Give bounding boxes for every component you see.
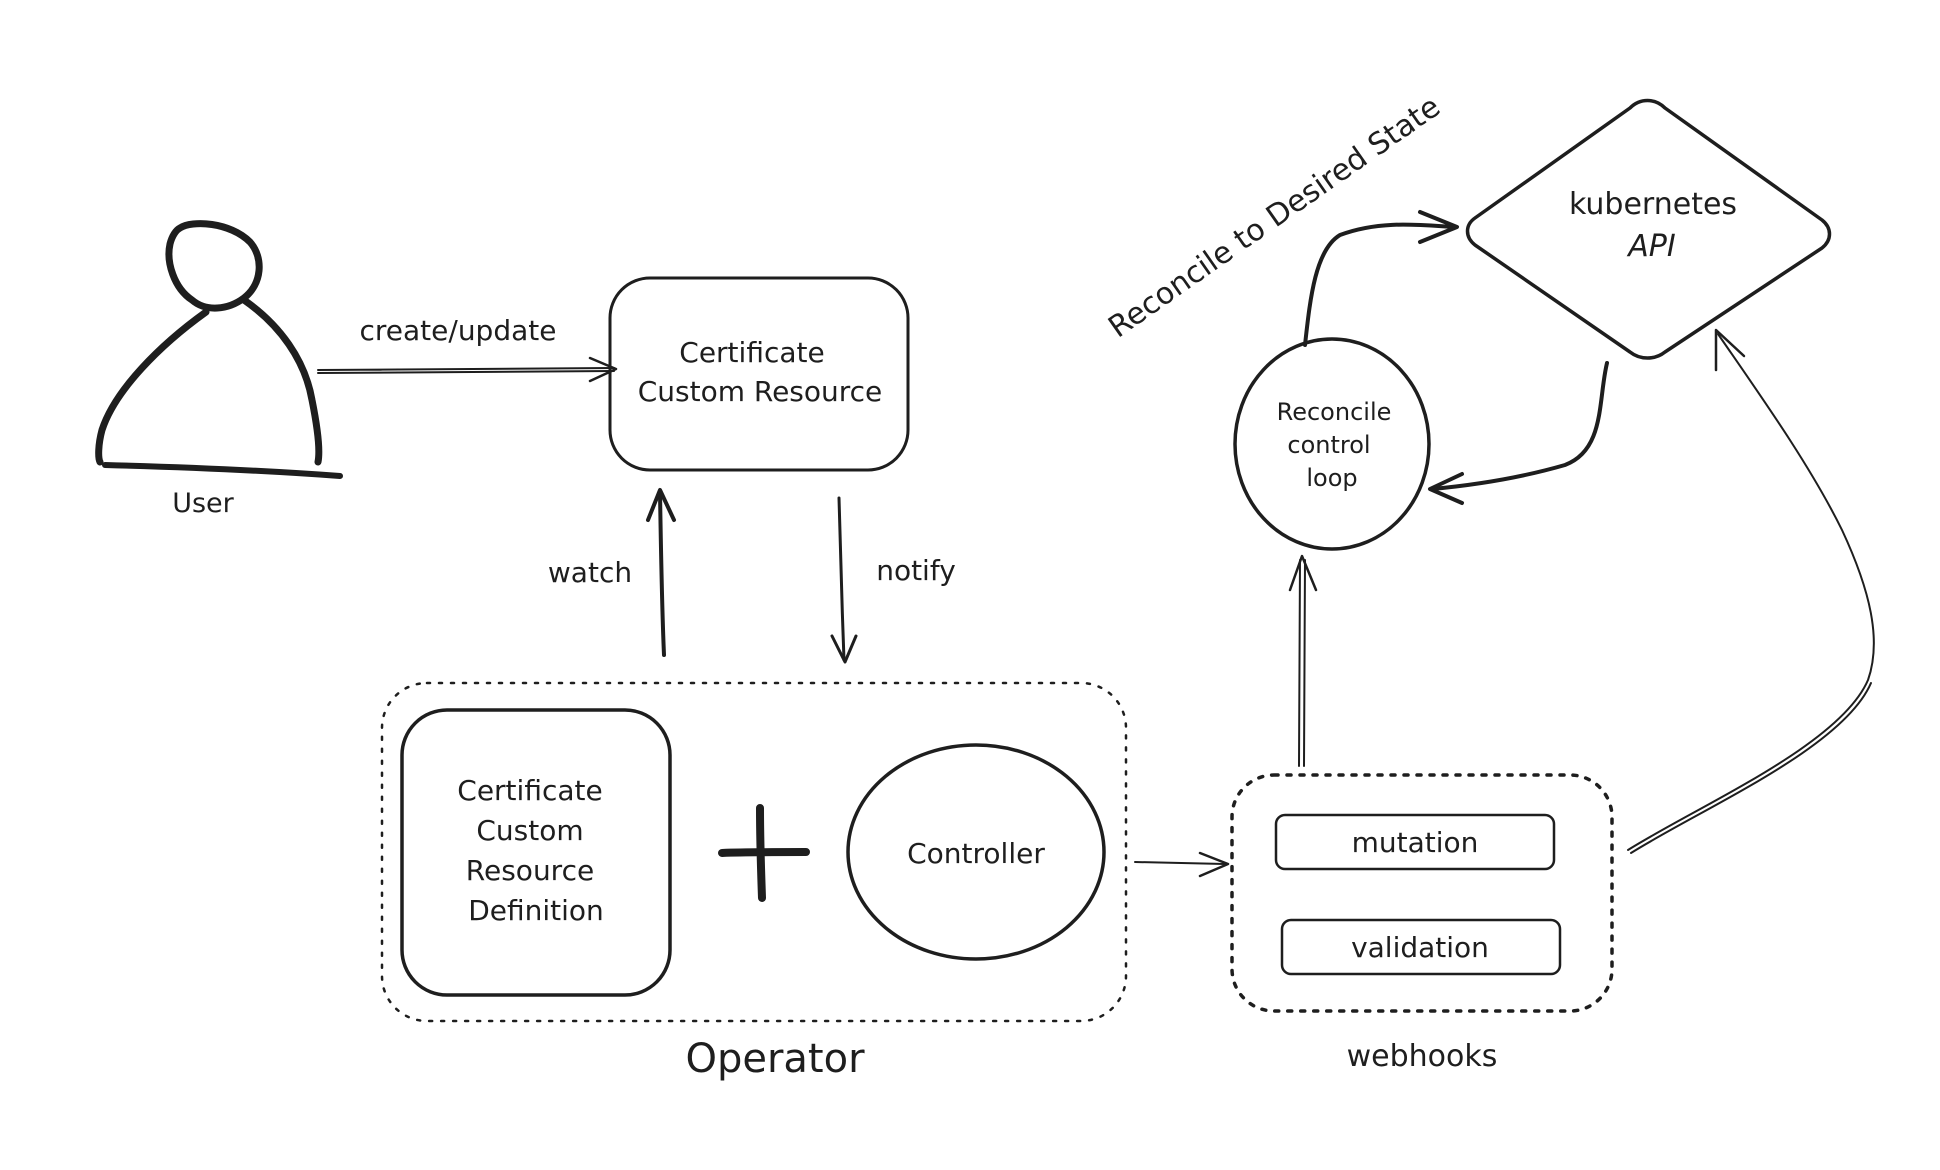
webhooks-to-kubernetes-edge — [1627, 328, 1875, 854]
notify-label: notify — [876, 554, 956, 587]
webhooks-to-reconcile-edge — [1288, 554, 1318, 767]
kubernetes-api-line2: API — [1626, 229, 1676, 264]
crd-label-line3: Resource — [466, 854, 594, 887]
controller-circle — [846, 743, 1106, 961]
certificate-cr-label-line2: Custom Resource — [638, 375, 883, 408]
operator-group: Certificate Custom Resource Definition C… — [380, 681, 1128, 1082]
reconcile-to-kubernetes-edge: Reconcile to Desired State — [1102, 89, 1459, 347]
certificate-cr-label-line1: Certificate — [679, 336, 824, 369]
crd-label-line1: Certificate — [457, 774, 602, 807]
controller-to-webhooks-edge — [1134, 851, 1230, 878]
certificate-custom-resource-node: Certificate Custom Resource — [608, 276, 910, 472]
operator-container — [380, 681, 1128, 1023]
user-ground-line — [102, 462, 343, 479]
validation-box — [1280, 918, 1562, 976]
user-figure: User — [95, 220, 343, 519]
crd-label-line4: Definition — [468, 894, 604, 927]
kubernetes-api-node: kubernetes API — [1465, 98, 1832, 360]
reconcile-loop-node: Reconcile control loop — [1233, 337, 1431, 551]
reconcile-loop-line3: loop — [1306, 464, 1357, 492]
webhooks-group: mutation validation webhooks — [1230, 773, 1614, 1074]
create-update-label: create/update — [360, 314, 557, 347]
crd-label-line2: Custom — [476, 814, 583, 847]
webhooks-container — [1230, 773, 1614, 1013]
notify-edge: notify — [830, 496, 956, 664]
reconcile-loop-line2: control — [1287, 431, 1370, 459]
controller-label: Controller — [907, 837, 1045, 870]
kubernetes-api-diamond — [1465, 98, 1832, 360]
watch-edge: watch — [548, 488, 676, 657]
create-update-edge: create/update — [317, 314, 618, 383]
reconcile-loop-line1: Reconcile — [1277, 398, 1392, 426]
reconcile-loop-circle — [1233, 337, 1431, 551]
validation-label: validation — [1351, 931, 1489, 964]
certificate-custom-resource-box — [608, 276, 910, 472]
operator-label: Operator — [685, 1036, 865, 1082]
watch-label: watch — [548, 556, 632, 589]
mutation-label: mutation — [1352, 826, 1479, 859]
crd-box — [400, 708, 672, 997]
webhooks-label: webhooks — [1347, 1039, 1498, 1074]
plus-sign — [718, 804, 810, 902]
user-label: User — [172, 488, 234, 519]
kubernetes-to-reconcile-edge — [1428, 361, 1609, 505]
user-body — [95, 296, 323, 466]
user-head — [165, 220, 263, 312]
mutation-box — [1274, 813, 1556, 871]
kubernetes-api-line1: kubernetes — [1569, 187, 1737, 222]
reconcile-desired-label: Reconcile to Desired State — [1102, 89, 1447, 345]
